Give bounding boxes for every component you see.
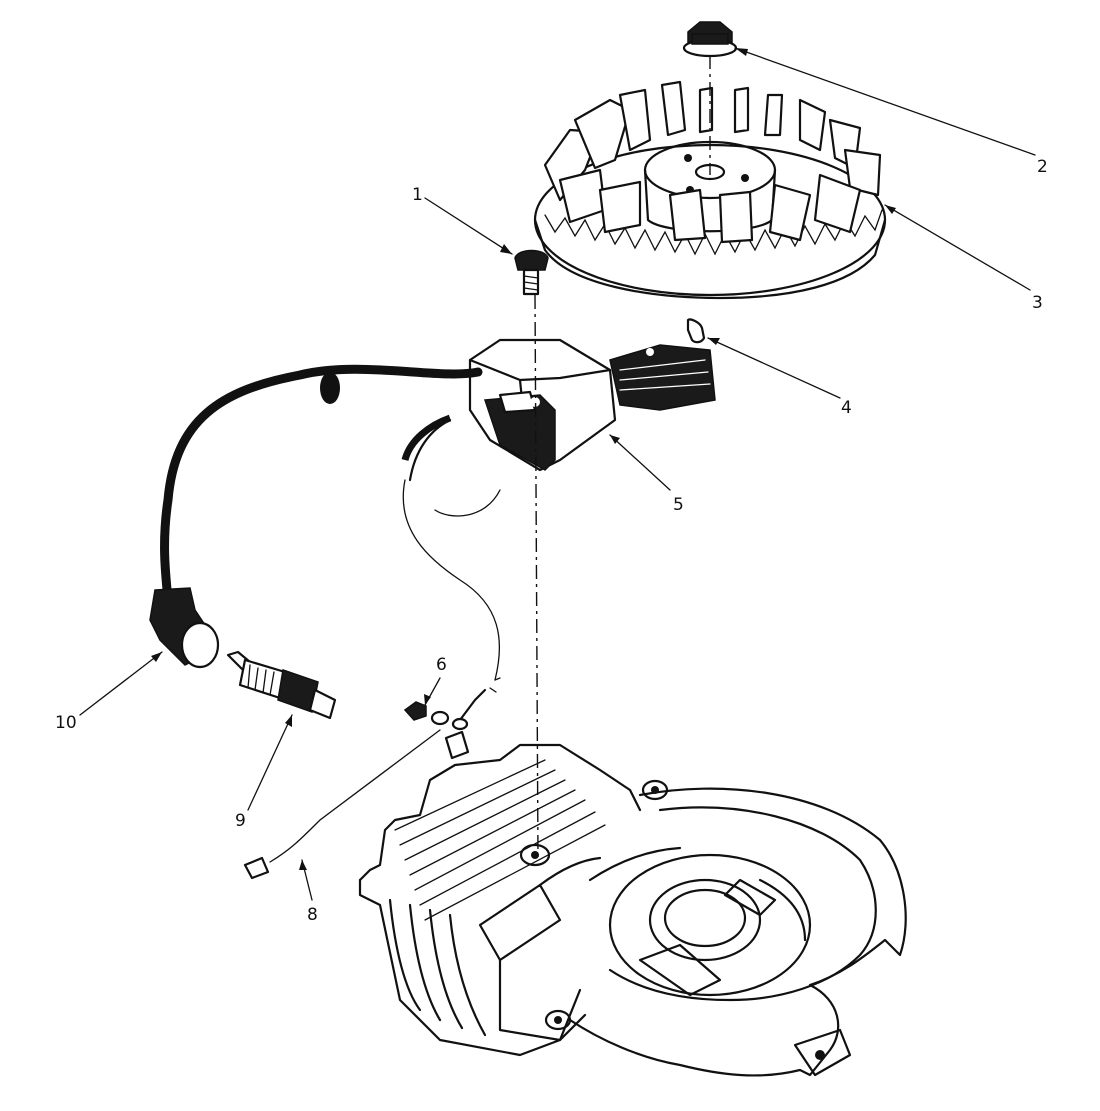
callout-10: 10: [55, 713, 77, 733]
spark-plug-lead: [149, 364, 483, 669]
assembly-center-lines: [534, 55, 711, 861]
leader-arrows: [151, 48, 896, 870]
spark-plug: [226, 650, 337, 720]
callout-3: 3: [1032, 293, 1043, 313]
flywheel-key: [686, 318, 706, 344]
callout-1: 1: [412, 185, 423, 205]
coil-screw: [514, 249, 549, 296]
ground-wire: [243, 414, 501, 880]
callout-5: 5: [673, 495, 684, 515]
callout-9: 9: [235, 811, 246, 831]
flywheel-nut: [682, 21, 738, 58]
engine-block: [358, 743, 907, 1077]
callout-8: 8: [307, 905, 318, 925]
callout-2: 2: [1037, 157, 1048, 177]
callout-4: 4: [841, 398, 852, 418]
ignition-coil: [468, 338, 716, 472]
ground-screw: [403, 701, 469, 731]
callout-6: 6: [436, 655, 447, 675]
